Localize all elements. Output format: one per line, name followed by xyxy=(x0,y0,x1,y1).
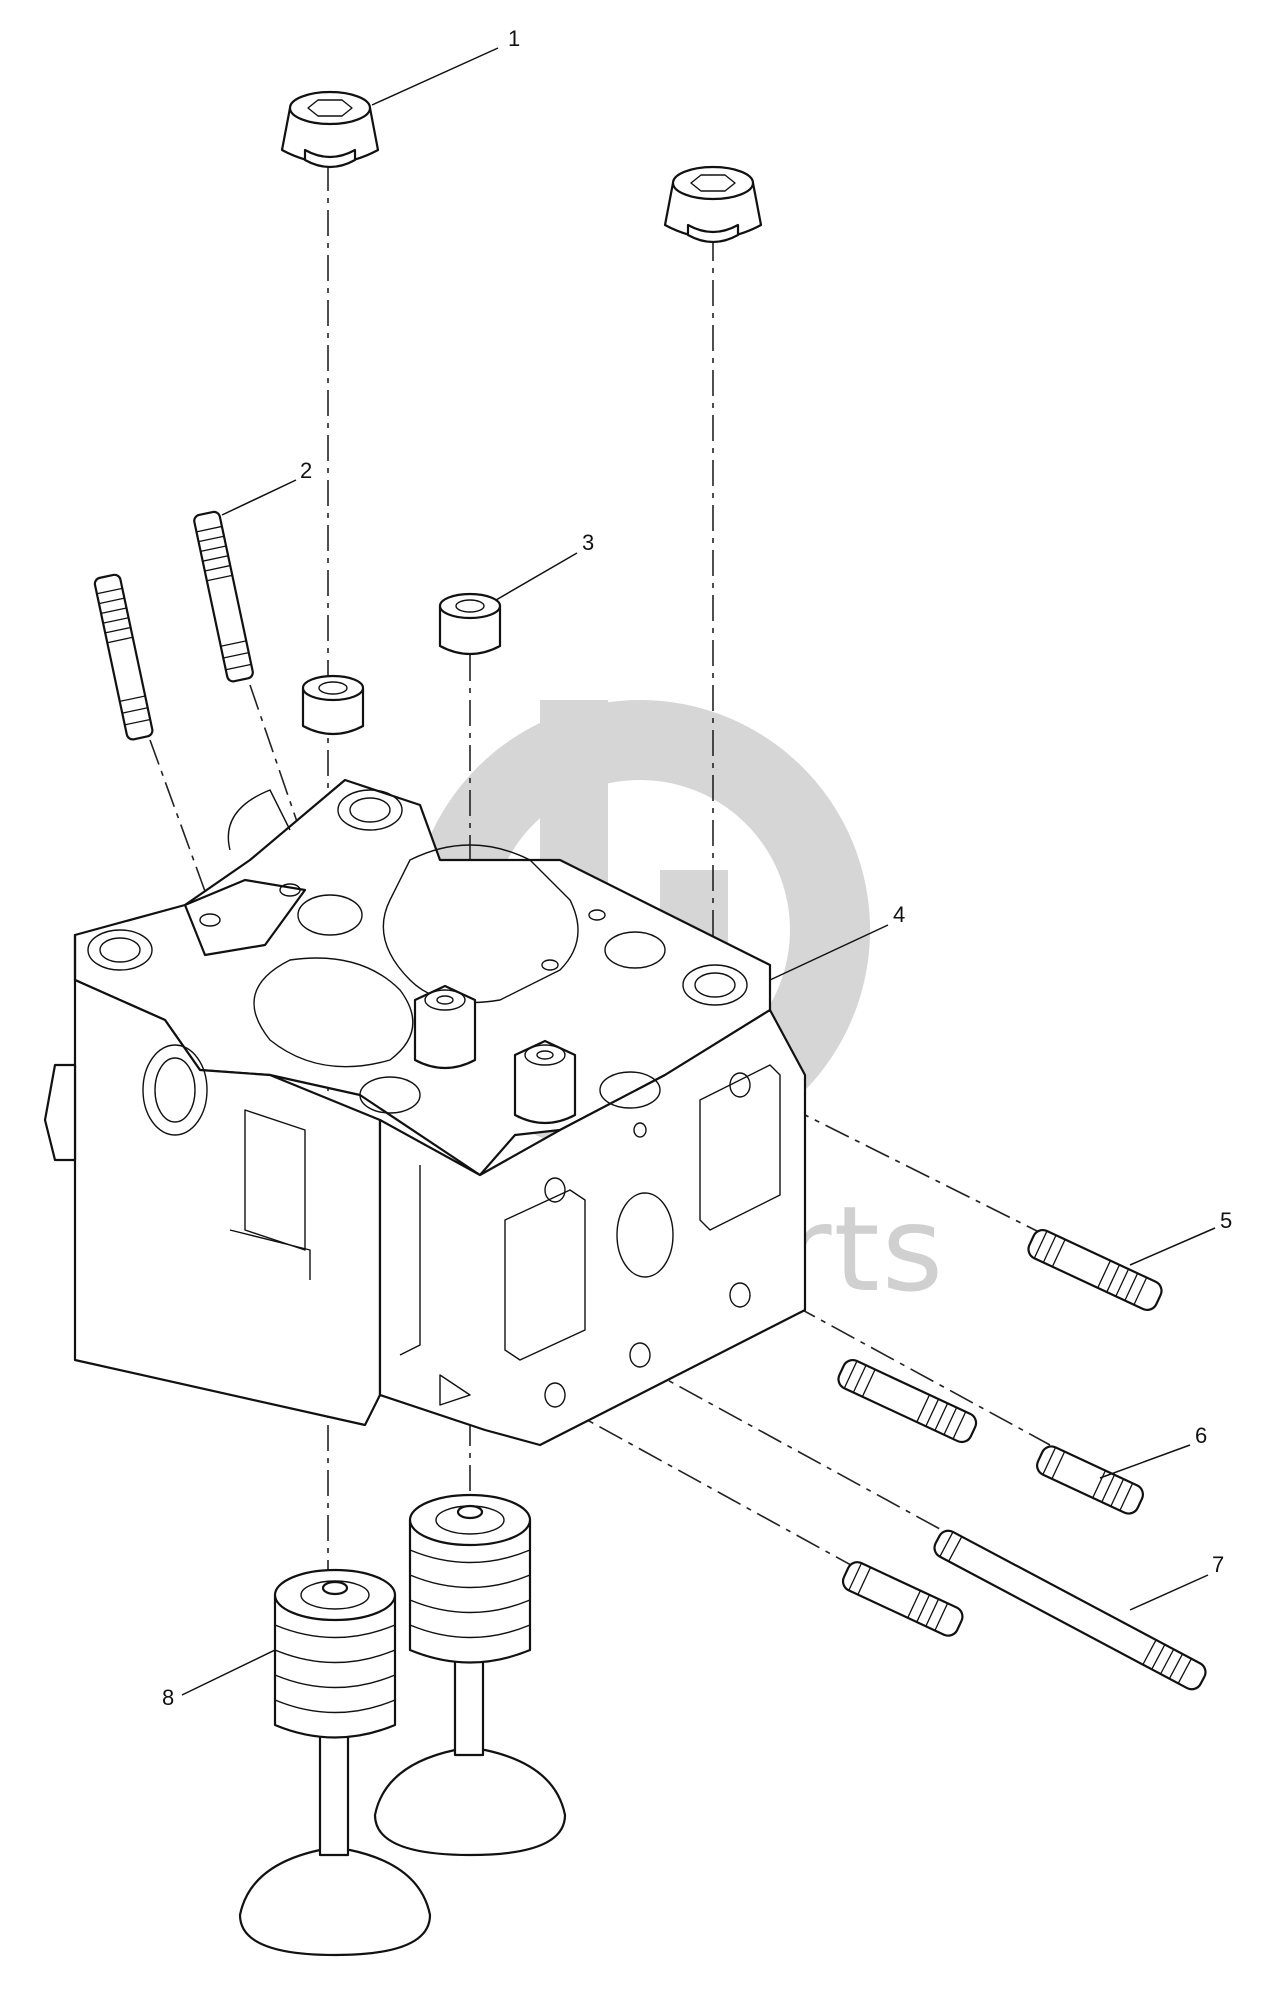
leader-lines xyxy=(181,47,1216,1696)
leader-4 xyxy=(769,924,889,981)
hex-plug-2 xyxy=(663,165,763,244)
stud-2b xyxy=(193,510,254,683)
callout-2: 2 xyxy=(300,458,312,483)
valve-assembly-8b xyxy=(373,1493,567,1857)
stud-2a xyxy=(93,573,154,741)
callout-3: 3 xyxy=(582,530,594,555)
callout-5: 5 xyxy=(1220,1208,1232,1233)
leader-8 xyxy=(181,1649,276,1696)
callout-1: 1 xyxy=(508,26,520,51)
stud-7-short xyxy=(841,1561,964,1637)
axis-line-stud-b xyxy=(249,684,306,846)
axis-line-7b xyxy=(559,1404,861,1571)
stud-5 xyxy=(1027,1229,1163,1311)
leader-3 xyxy=(495,552,578,601)
leader-6 xyxy=(1099,1444,1191,1479)
callout-7: 7 xyxy=(1212,1552,1224,1577)
hex-plug-1 xyxy=(280,90,380,169)
bushing-3b xyxy=(438,592,502,656)
leader-1 xyxy=(371,47,499,106)
callout-6: 6 xyxy=(1195,1423,1207,1448)
callout-8: 8 xyxy=(162,1685,174,1710)
axis-line-stud-a xyxy=(149,739,211,906)
stud-7-long xyxy=(933,1529,1207,1691)
callouts: 1 2 3 4 5 6 7 8 xyxy=(162,26,1232,1710)
callout-4: 4 xyxy=(893,902,905,927)
stud-6b xyxy=(1036,1445,1144,1515)
leader-2 xyxy=(221,479,297,516)
stud-6a xyxy=(837,1359,978,1444)
leader-5 xyxy=(1129,1227,1216,1266)
cylinder-head-4 xyxy=(43,778,807,1447)
cylinder-head-right-face xyxy=(378,1008,807,1447)
valve-assembly-8a xyxy=(238,1568,432,1957)
leader-7 xyxy=(1129,1574,1209,1611)
axis-line-7 xyxy=(639,1364,961,1541)
bushing-3a xyxy=(301,674,365,736)
cylinder-head-left-face xyxy=(73,933,382,1427)
